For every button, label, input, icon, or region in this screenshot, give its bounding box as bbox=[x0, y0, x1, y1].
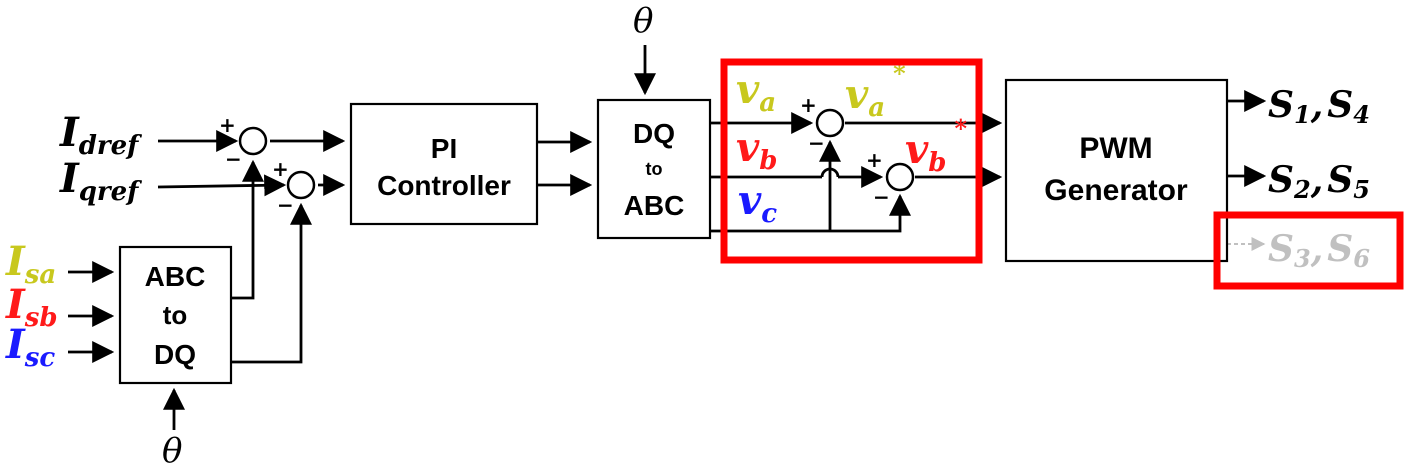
label-isa: Isa bbox=[5, 238, 56, 290]
pi-line2: Controller bbox=[377, 170, 511, 201]
dq-to-abc-line2: to bbox=[646, 159, 663, 179]
abc-to-dq-line2: to bbox=[163, 300, 188, 330]
label-va-star: va* bbox=[845, 59, 906, 123]
label-va: va bbox=[736, 66, 776, 118]
sign-plus-va: + bbox=[800, 93, 817, 117]
label-s3-s6: S3,S6 bbox=[1268, 228, 1370, 273]
summing-junction-vb bbox=[885, 162, 915, 192]
abc-to-dq-block: ABC to DQ bbox=[118, 245, 233, 385]
sign-plus-d: + bbox=[219, 113, 236, 137]
label-isc: Isc bbox=[5, 321, 55, 373]
pwm-generator-block: PWM Generator bbox=[1004, 78, 1229, 263]
summing-junction-va bbox=[815, 108, 845, 138]
abc-to-dq-line1: ABC bbox=[145, 261, 206, 292]
abc-to-dq-line3: DQ bbox=[154, 339, 196, 370]
wires bbox=[68, 45, 1267, 430]
highlight-disabled-output bbox=[1213, 211, 1404, 290]
label-iqref: Iqref bbox=[59, 155, 142, 207]
dq-to-abc-line3: ABC bbox=[624, 190, 685, 221]
sign-minus-va: − bbox=[808, 131, 825, 155]
label-vb: vb bbox=[736, 124, 777, 176]
summing-junction-q bbox=[286, 170, 316, 200]
dq-to-abc-block: DQ to ABC bbox=[596, 98, 712, 240]
pwm-line1: PWM bbox=[1079, 132, 1152, 165]
dq-to-abc-line1: DQ bbox=[633, 118, 675, 149]
pi-line1: PI bbox=[431, 133, 457, 164]
label-isb: Isb bbox=[5, 281, 58, 333]
theta-bottom: θ bbox=[162, 431, 182, 471]
theta-top: θ bbox=[633, 1, 653, 41]
label-vc: vc bbox=[738, 177, 777, 229]
sign-plus-vb: + bbox=[866, 148, 883, 172]
sign-plus-q: + bbox=[272, 157, 289, 181]
sign-minus-vb: − bbox=[873, 185, 890, 209]
label-s2-s5: S2,S5 bbox=[1268, 159, 1370, 204]
summing-junction-d bbox=[238, 126, 268, 156]
label-vb-star: vb* bbox=[905, 114, 967, 178]
highlight-voltage-region bbox=[720, 58, 983, 264]
label-idref: Idref bbox=[59, 109, 142, 161]
pwm-line2: Generator bbox=[1044, 174, 1188, 207]
label-s1-s4: S1,S4 bbox=[1268, 84, 1370, 129]
sign-minus-q: − bbox=[277, 193, 294, 217]
sign-minus-d: − bbox=[225, 147, 242, 171]
pi-controller-block: PI Controller bbox=[349, 102, 539, 226]
